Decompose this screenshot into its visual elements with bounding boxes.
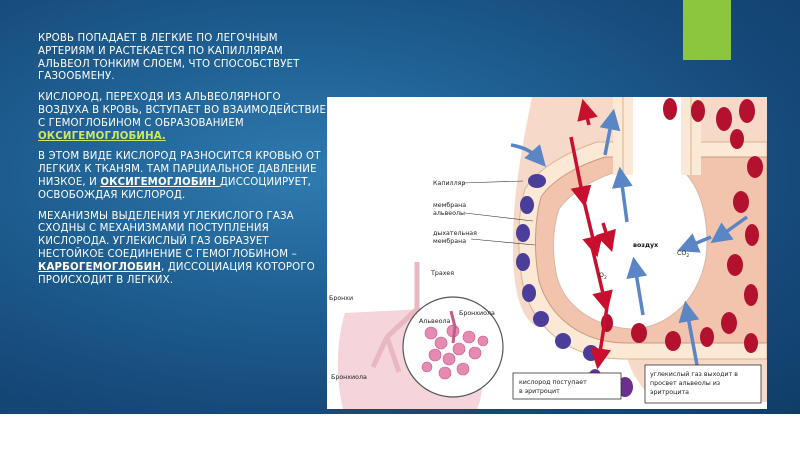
label-bronchiole-lower: Бронхиола	[331, 374, 367, 381]
accent-bar	[683, 0, 731, 60]
gas-exchange-figure: Капилляр мембрана альвеолы дыхательная м…	[327, 97, 767, 409]
label-respiratory-membrane-2: мембрана	[433, 237, 466, 245]
gas-exchange-diagram: Капилляр мембрана альвеолы дыхательная м…	[329, 97, 767, 409]
co2-arrows	[510, 108, 749, 366]
label-alveolar-membrane-1: мембрана	[433, 201, 466, 209]
deoxygenated-cells	[516, 174, 599, 361]
oxygen-caption-line-1: кислород поступает	[519, 379, 587, 386]
co2-caption-box	[644, 364, 762, 404]
slide-text: Кровь попадает в легкие по легочным арте…	[38, 33, 328, 295]
label-bronchi: Бронхи	[329, 295, 353, 302]
paragraph-co2: Механизмы выделения углекислого газа схо…	[38, 210, 315, 286]
label-bronchiole: Бронхиола	[459, 310, 495, 317]
label-alveolar-membrane-2: альвеолы	[433, 210, 465, 217]
label-trachea: Трахея	[430, 270, 454, 277]
co2-caption-line-3: эритроцита	[650, 389, 689, 396]
label-co2: CO2	[677, 250, 689, 259]
oxygen-arrows	[569, 98, 616, 370]
term-carbohemoglobin: карбогемоглобин	[38, 261, 162, 273]
paragraph-transport: В этом виде кислород разносится кровью о…	[38, 151, 321, 201]
label-air: воздух	[633, 242, 658, 249]
co2-caption-line-1: углекислый газ выходит в	[650, 370, 738, 378]
paragraph-blood-flow: Кровь попадает в легкие по легочным арте…	[38, 33, 300, 83]
label-capillary: Капилляр	[433, 180, 465, 187]
label-o2: O2	[599, 272, 607, 281]
oxygen-caption-box	[512, 372, 622, 400]
label-respiratory-membrane-1: дыхательная	[433, 230, 477, 237]
lung-inset: Трахея Бронхи Бронхиола Альвеола Бронхио…	[329, 262, 504, 409]
co2-caption-line-2: просвет альвеолы из	[650, 380, 720, 387]
term-oxyhemoglobin: оксигемоглобина.	[38, 130, 166, 142]
paragraph-oxygen: Кислород, переходя из альвеолярного возд…	[38, 92, 327, 142]
oxygen-caption-line-2: в эритроцит	[519, 388, 560, 395]
term-oxyhemoglobin-2: оксигемоглобин	[100, 176, 220, 188]
label-alveolus: Альвеола	[419, 318, 451, 325]
